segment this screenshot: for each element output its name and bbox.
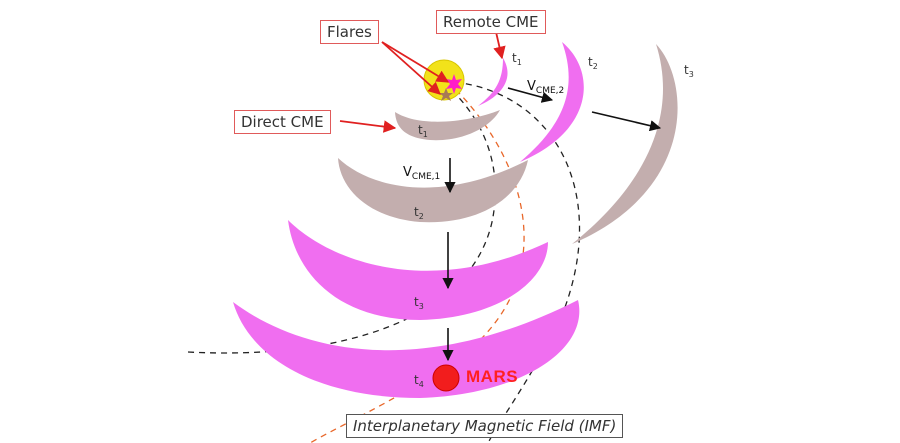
flares-arrow-2 — [381, 41, 441, 95]
direct-time-label-t2: t2 — [414, 205, 424, 221]
direct-time-label-t3: t3 — [414, 295, 424, 311]
remote-cme-front-t2 — [520, 42, 584, 162]
direct-cme-front-t2 — [338, 158, 528, 223]
direct-time-label-t1: t1 — [418, 123, 428, 139]
imf-label: Interplanetary Magnetic Field (IMF) — [346, 414, 624, 438]
flares-label: Flares — [320, 20, 379, 44]
mars — [432, 364, 460, 392]
imf-line-2 — [454, 81, 581, 443]
mars-label: MARS — [466, 367, 519, 386]
direct-cme-arrow — [339, 120, 397, 133]
remote-velocity-arrow-1 — [507, 87, 554, 103]
remote-time-label-t2: t2 — [588, 55, 598, 71]
remote-cme-arrow — [493, 31, 506, 60]
velocity-label-cme2: VCME,2 — [527, 79, 564, 96]
direct-cme-front-t4 — [233, 300, 580, 398]
flare-magenta-icon — [446, 74, 462, 94]
remote-cme-front-t1 — [478, 58, 508, 106]
remote-velocity-arrow-2 — [591, 111, 662, 132]
velocity-label-cme1: VCME,1 — [403, 165, 440, 182]
flare-brown-icon — [439, 88, 453, 101]
direct-cme-label: Direct CME — [234, 110, 331, 134]
remote-cme-front-t3 — [572, 44, 678, 244]
remote-time-label-t3: t3 — [684, 63, 694, 79]
direct-cme-front-t1 — [395, 110, 500, 141]
direct-cme-front-t3 — [288, 220, 548, 320]
remote-cme-label: Remote CME — [436, 10, 546, 34]
flares-arrow-1 — [381, 41, 450, 83]
remote-time-label-t1: t1 — [512, 51, 522, 67]
direct-time-label-t4: t4 — [414, 373, 424, 389]
